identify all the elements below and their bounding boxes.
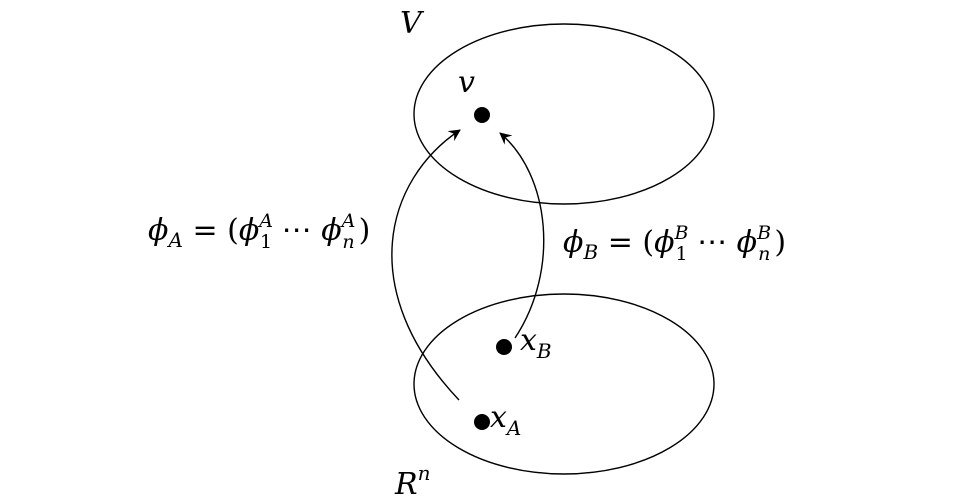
point-xb	[496, 339, 512, 355]
map-a-eq: = (	[183, 213, 239, 248]
map-b-arrow	[499, 132, 545, 339]
map-a-compn: ϕ	[321, 213, 341, 248]
manifold-v-ellipse	[413, 23, 715, 205]
map-a-close: )	[359, 213, 371, 248]
rn-label: Rn	[394, 461, 430, 500]
point-xa-base: x	[490, 400, 507, 435]
point-xb-base: x	[520, 323, 537, 358]
map-b-comp1-sup: B	[674, 222, 689, 244]
point-xa	[474, 414, 490, 430]
map-b-compn-sup: B	[756, 222, 771, 244]
point-v-label: v	[458, 65, 475, 100]
map-b-sub: B	[582, 240, 598, 264]
rn-label-sup: n	[418, 461, 431, 485]
map-a-comp1-sub: 1	[260, 231, 272, 253]
map-b-dots: ⋯	[688, 225, 737, 260]
point-xa-sub: A	[505, 416, 521, 440]
map-a-arrow	[391, 129, 461, 401]
point-v	[474, 107, 490, 123]
rn-label-base: R	[394, 467, 418, 500]
map-a-compn-sub: n	[342, 231, 354, 253]
map-a-comp1-sup: A	[257, 210, 273, 232]
map-a-phi: ϕ	[148, 213, 168, 248]
manifold-v-label: V	[400, 6, 425, 41]
rn-ellipse	[413, 293, 715, 475]
map-a-dots: ⋯	[272, 213, 321, 248]
map-b-comp1-sub: 1	[676, 243, 688, 265]
point-xb-label: xB	[520, 323, 552, 363]
map-b-phi: ϕ	[563, 225, 583, 260]
map-b-close: )	[774, 225, 786, 260]
point-xb-sub: B	[536, 339, 552, 363]
map-b-eq: = (	[598, 225, 654, 260]
map-a-comp1: ϕ	[239, 213, 259, 248]
map-a-sub: A	[166, 228, 182, 252]
map-b-compn: ϕ	[737, 225, 757, 260]
map-b-compn-sub: n	[758, 243, 770, 265]
point-xa-label: xA	[490, 400, 521, 440]
map-a-compn-sup: A	[340, 210, 356, 232]
map-b-comp1: ϕ	[654, 225, 674, 260]
